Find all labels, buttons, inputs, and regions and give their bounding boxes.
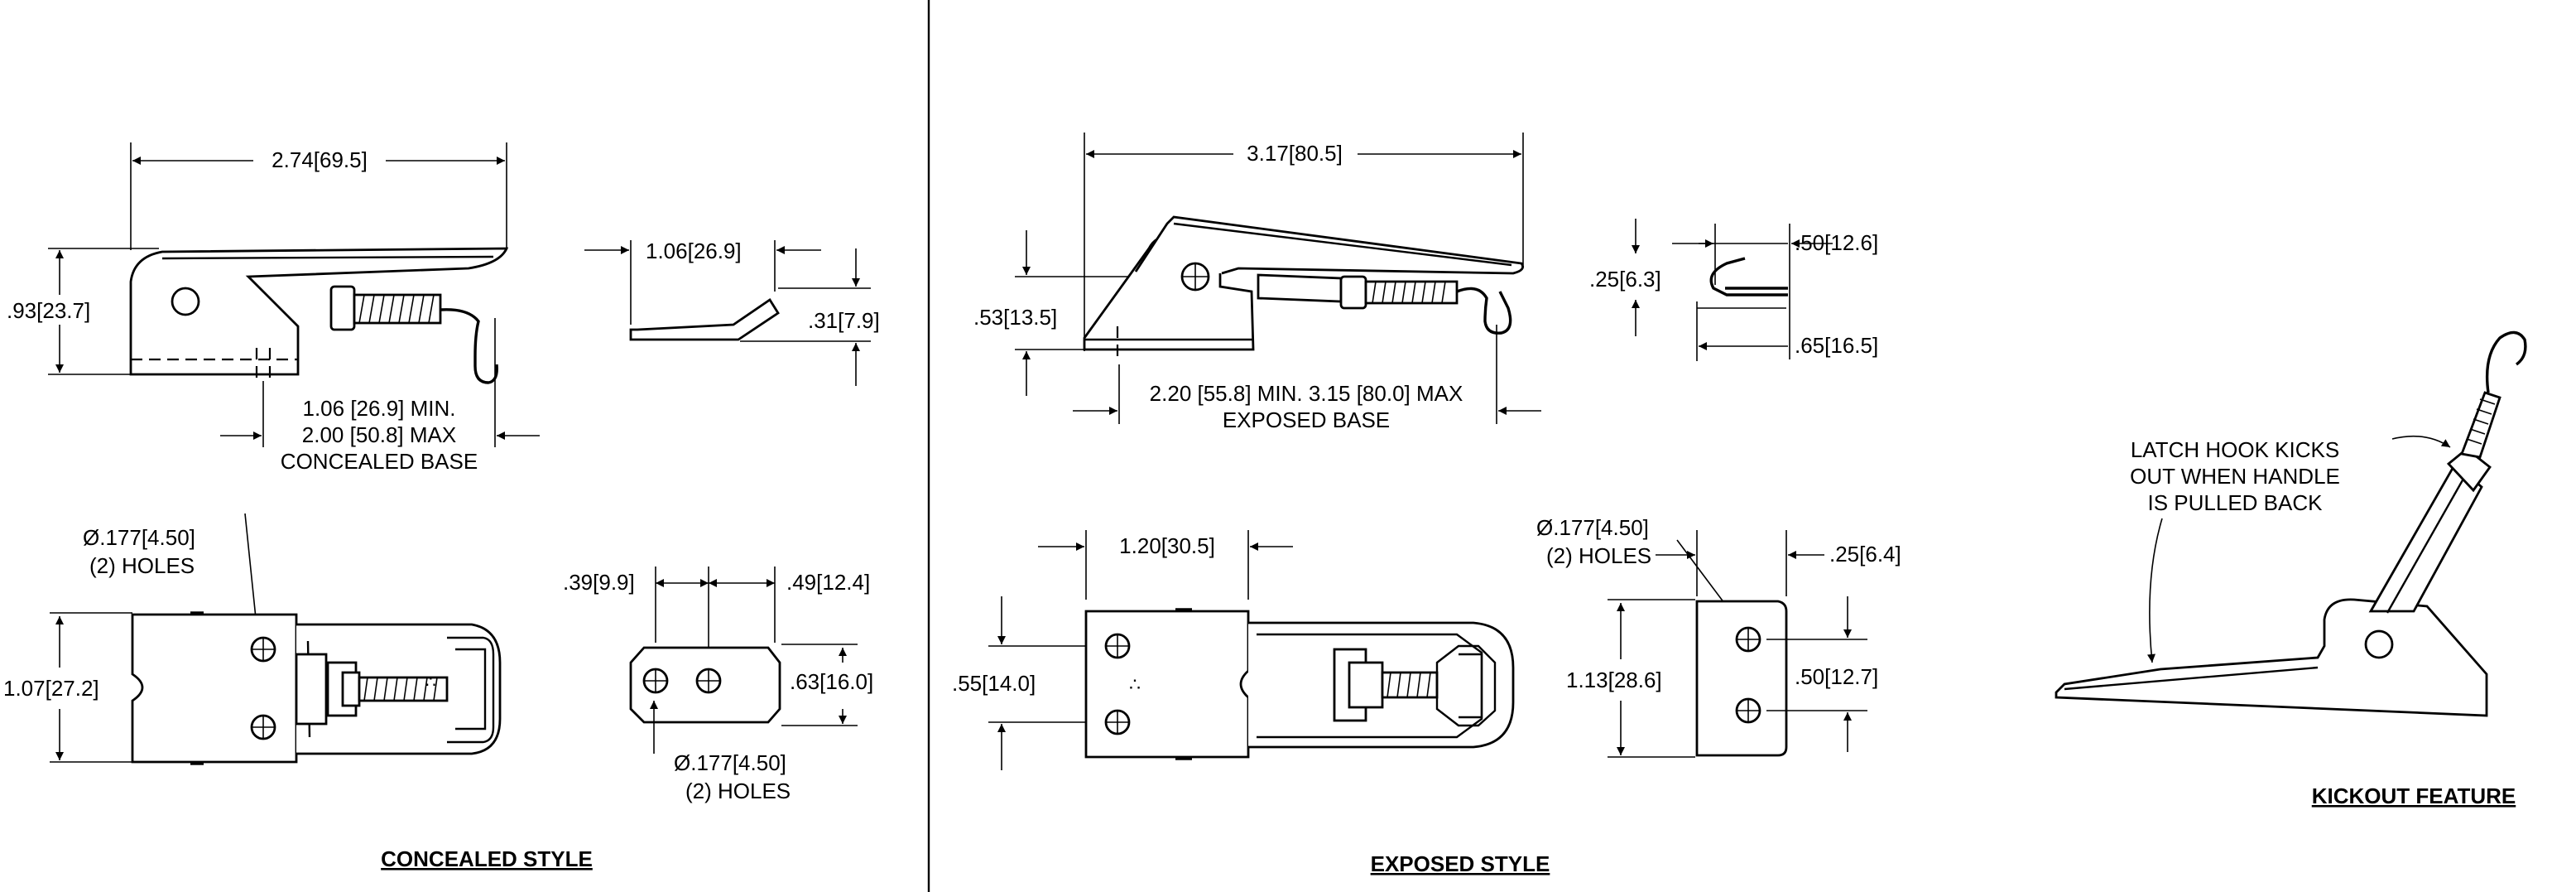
kickout-note-1: LATCH HOOK KICKS xyxy=(2131,437,2339,462)
exposed-base-note-1: 2.20 [55.8] MIN. 3.15 [80.0] MAX xyxy=(1150,381,1463,406)
concealed-hole-1-count: (2) HOLES xyxy=(89,553,195,578)
concealed-base-dimension xyxy=(220,318,540,447)
concealed-hole-1: Ø.177[4.50] xyxy=(83,525,195,550)
exposed-plate-hole-spacing: .50[12.7] xyxy=(1795,664,1878,689)
concealed-top-view: ∴ xyxy=(50,513,502,765)
exposed-plate-offset: .25[6.4] xyxy=(1829,542,1901,567)
concealed-base-note-1: 1.06 [26.9] MIN. xyxy=(303,396,456,421)
concealed-hook-side-view xyxy=(584,240,871,386)
exposed-base-note-2: EXPOSED BASE xyxy=(1223,407,1390,432)
concealed-hole-2-count: (2) HOLES xyxy=(685,779,791,803)
kickout-note-3: IS PULLED BACK xyxy=(2148,490,2324,515)
exposed-hook-c: .65[16.5] xyxy=(1795,333,1878,358)
concealed-plate-b: .49[12.4] xyxy=(786,570,870,595)
kickout-note-2: OUT WHEN HANDLE xyxy=(2130,464,2340,489)
concealed-width: 1.07[27.2] xyxy=(3,676,99,701)
exposed-height: .53[13.5] xyxy=(973,305,1057,330)
concealed-hook-length: 1.06[26.9] xyxy=(646,239,742,263)
exposed-hole-spacing: .55[14.0] xyxy=(952,671,1036,696)
concealed-side-view xyxy=(48,142,509,384)
concealed-height: .93[23.7] xyxy=(7,298,90,323)
exposed-base-dimension xyxy=(1073,325,1541,424)
concealed-plate-a: .39[9.9] xyxy=(563,570,635,595)
kickout-view xyxy=(2055,330,2527,717)
exposed-plate-height: 1.13[28.6] xyxy=(1566,668,1662,692)
concealed-overall-length: 2.74[69.5] xyxy=(272,147,368,172)
concealed-hole-2: Ø.177[4.50] xyxy=(674,750,786,775)
svg-text:∴: ∴ xyxy=(1129,674,1141,695)
concealed-plate-top-view xyxy=(629,567,858,754)
exposed-overall-length: 3.17[80.5] xyxy=(1247,141,1343,166)
concealed-plate-height: .63[16.0] xyxy=(790,669,873,694)
exposed-hook-profile xyxy=(1632,219,1833,361)
concealed-hook-height: .31[7.9] xyxy=(808,308,880,333)
exposed-base-width: 1.20[30.5] xyxy=(1119,533,1215,558)
exposed-top-view: ∴ xyxy=(988,530,1515,770)
exposed-hook-a: .50[12.6] xyxy=(1795,230,1878,255)
exposed-hook-b: .25[6.3] xyxy=(1589,267,1661,292)
svg-text:∴: ∴ xyxy=(425,673,436,692)
exposed-style-title: EXPOSED STYLE xyxy=(1371,851,1550,876)
concealed-style-title: CONCEALED STYLE xyxy=(381,846,593,871)
exposed-plate-view xyxy=(1608,530,1867,758)
kickout-feature-title: KICKOUT FEATURE xyxy=(2312,784,2516,808)
exposed-hole: Ø.177[4.50] xyxy=(1536,515,1649,540)
concealed-base-note-3: CONCEALED BASE xyxy=(281,449,478,474)
concealed-base-note-2: 2.00 [50.8] MAX xyxy=(302,422,456,447)
exposed-hole-count: (2) HOLES xyxy=(1546,543,1651,568)
exposed-side-view xyxy=(1015,133,1525,396)
